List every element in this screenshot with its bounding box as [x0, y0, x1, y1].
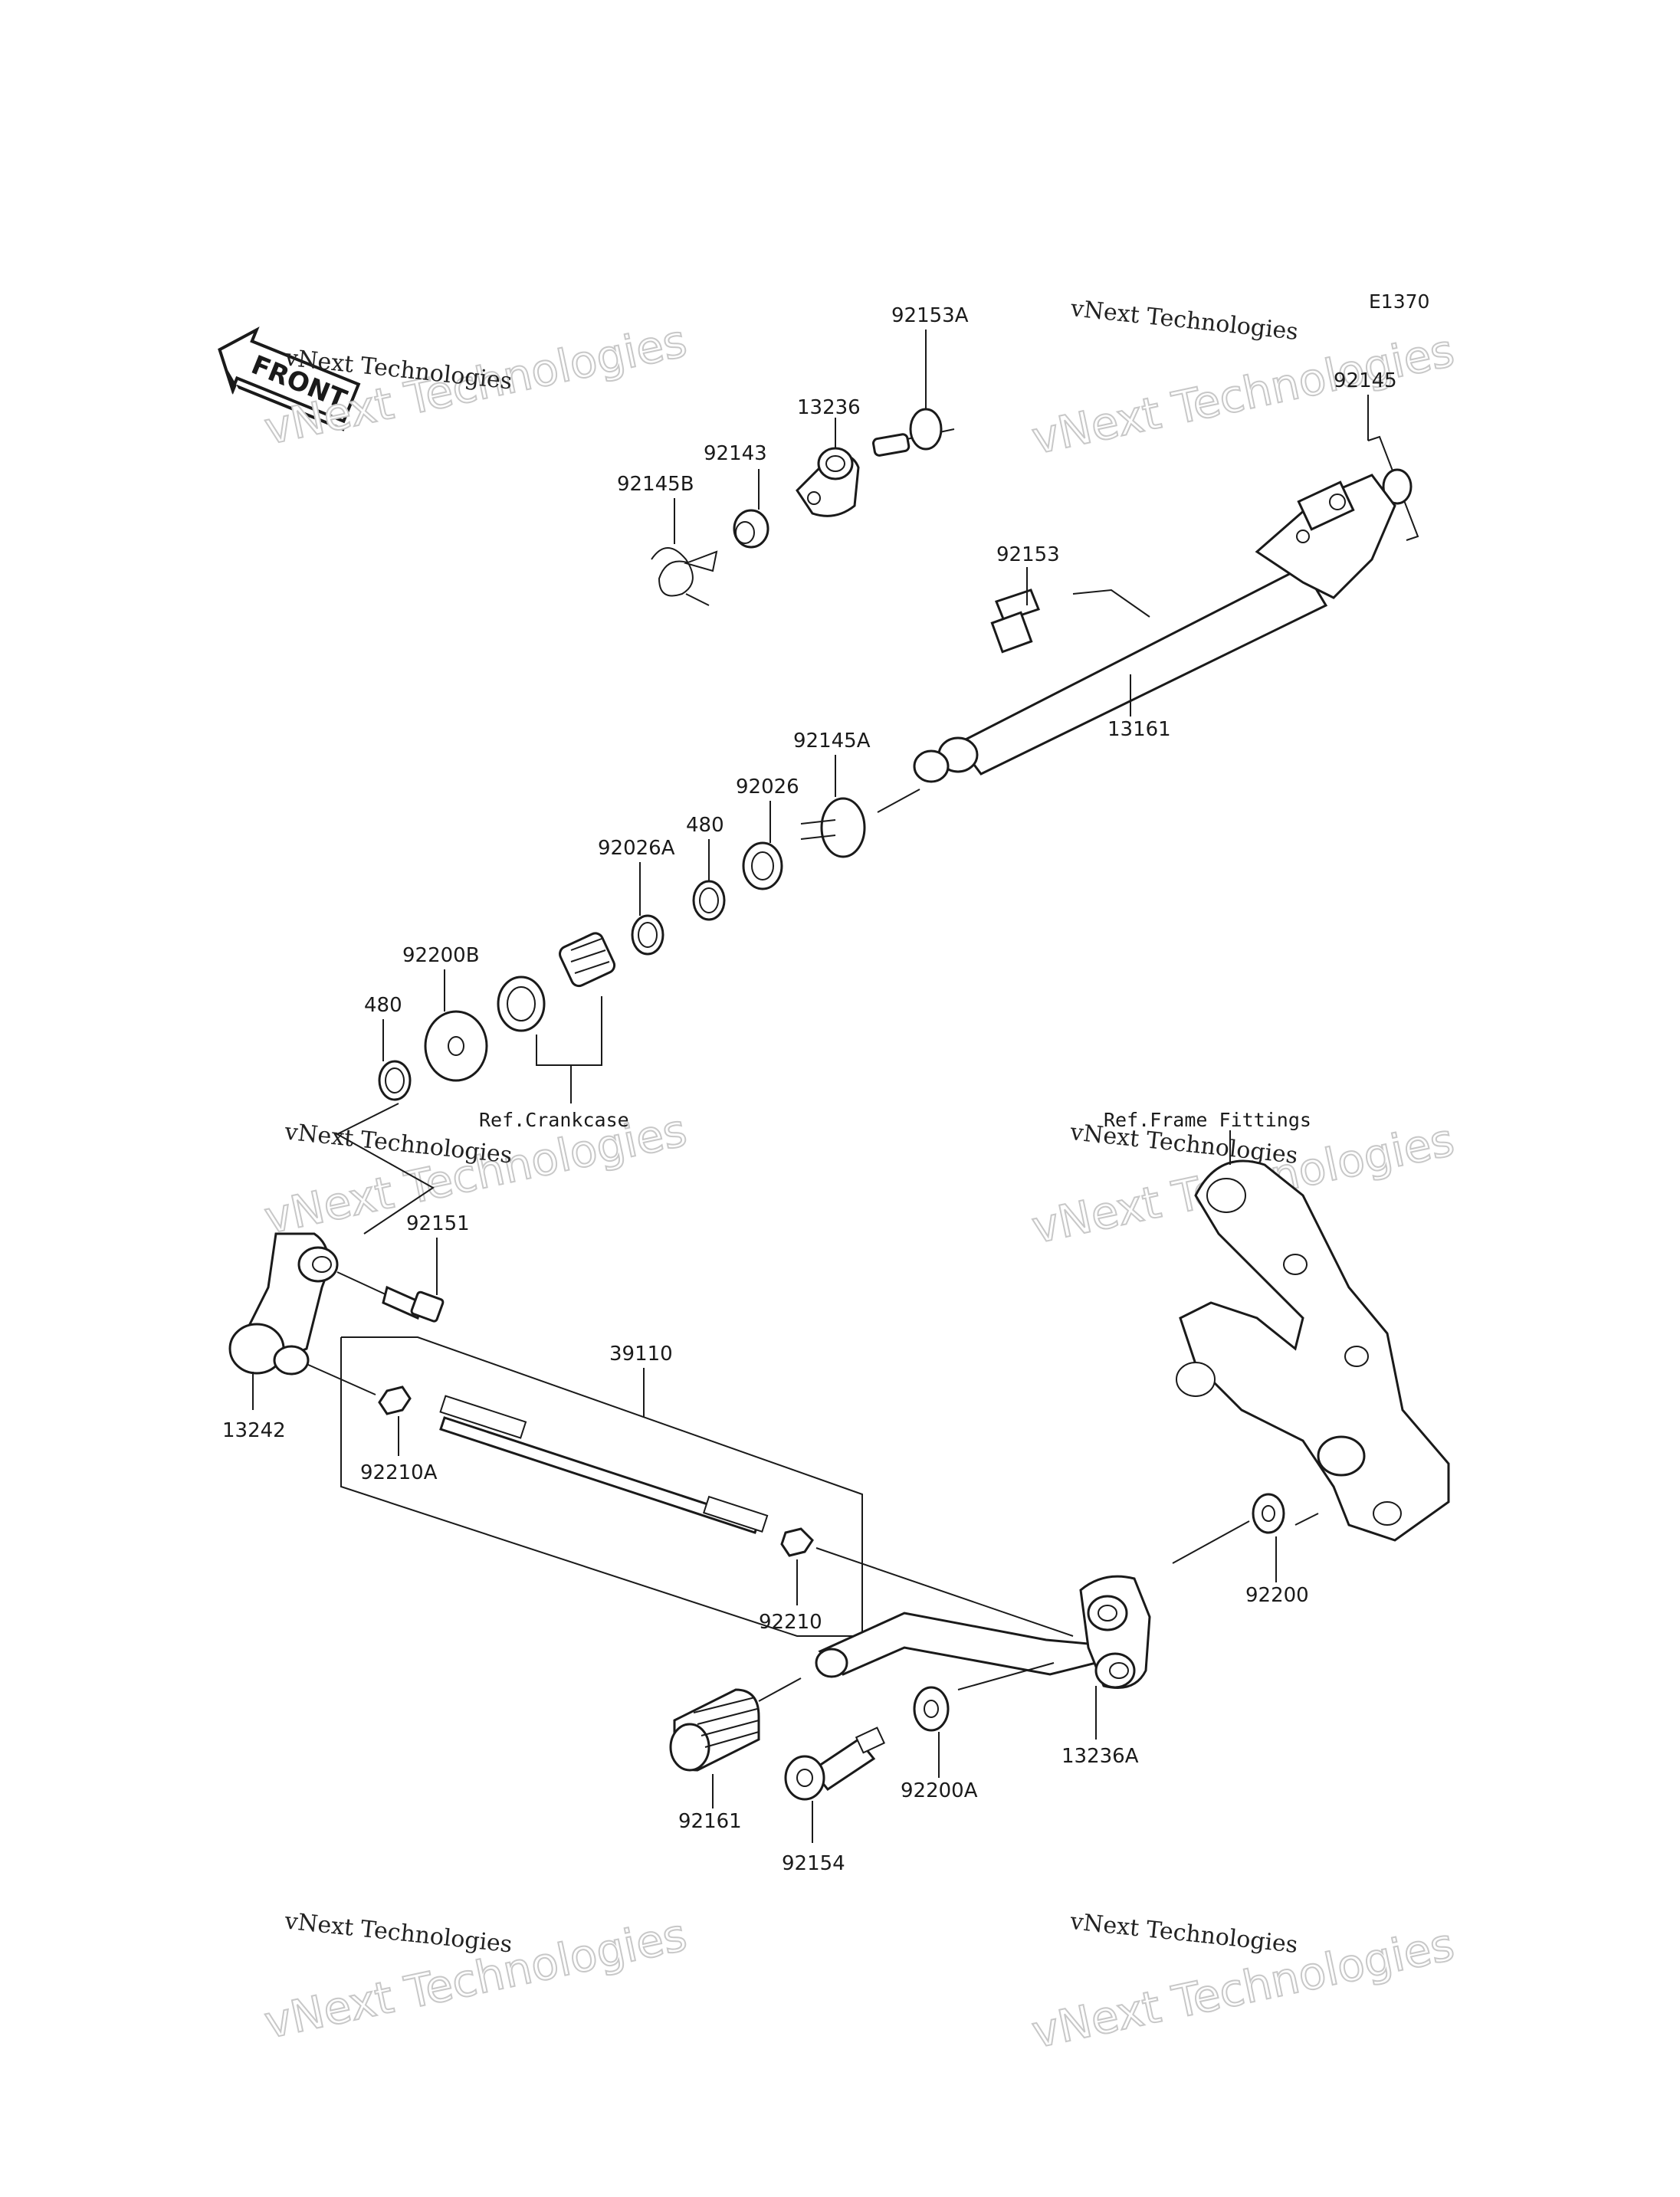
washer-92026 [742, 801, 783, 890]
label-92026: 92026 [736, 776, 799, 798]
label-92145a: 92145A [793, 730, 871, 753]
label-92200: 92200 [1245, 1584, 1309, 1607]
collar-92143 [733, 469, 769, 549]
label-13236a: 13236A [1061, 1745, 1139, 1768]
label-92151: 92151 [406, 1212, 470, 1235]
svg-text:vNext Technologies: vNext Technologies [1028, 324, 1459, 464]
label-92153: 92153 [996, 543, 1060, 566]
label-92200b: 92200B [402, 944, 480, 967]
label-92145b: 92145B [617, 473, 694, 496]
clip-92145 [1367, 395, 1419, 541]
spring-92145b [651, 498, 718, 606]
watermark-bottom-right: vNext Technologies vNext Technologies [1027, 1908, 1459, 2059]
diagram-code: E1370 [1369, 290, 1429, 313]
tie-rod-bracket-39110 [340, 1336, 863, 1637]
watermark-bottom-left: vNext Technologies vNext Technologies [259, 1907, 691, 2049]
washer-92200 [1172, 1493, 1319, 1582]
label-39110: 39110 [609, 1343, 673, 1366]
part-13236 [796, 418, 860, 517]
bolt-92153a [872, 330, 955, 457]
nut-92210a [306, 1363, 412, 1456]
bolt-92154 [784, 1726, 885, 1843]
svg-text:vNext Technologies: vNext Technologies [1068, 1908, 1299, 1959]
label-92143: 92143 [704, 442, 767, 465]
rubber-92161 [669, 1677, 802, 1808]
frame-fittings-bracket [1176, 1130, 1450, 1542]
label-92210a: 92210A [360, 1461, 438, 1484]
label-480-lower: 480 [364, 994, 402, 1017]
lever-13242 [228, 1232, 339, 1410]
label-480-upper: 480 [686, 814, 724, 837]
label-92161: 92161 [678, 1810, 742, 1833]
label-13242: 13242 [222, 1419, 286, 1442]
bolt-92153 [990, 567, 1150, 654]
label-13236: 13236 [797, 396, 861, 419]
bolt-92151 [336, 1238, 445, 1323]
oil-seal [497, 976, 546, 1032]
ref-frame-fittings-label: Ref.Frame Fittings [1104, 1109, 1311, 1131]
label-92026a: 92026A [598, 837, 675, 860]
label-92154: 92154 [782, 1852, 845, 1875]
tie-rod [439, 1395, 769, 1534]
label-92210: 92210 [759, 1611, 822, 1634]
shift-shaft-13161 [913, 474, 1396, 783]
svg-text:vNext Technologies: vNext Technologies [283, 1907, 514, 1958]
ref-crankcase-label: Ref.Crankcase [479, 1109, 629, 1131]
svg-text:vNext Technologies: vNext Technologies [1068, 295, 1299, 346]
label-92145: 92145 [1334, 369, 1397, 392]
washer-92026a [631, 862, 664, 956]
circlip-480-upper [692, 839, 726, 921]
ref-crankcase-leader [536, 996, 602, 1066]
nut-92210 [780, 1527, 1074, 1637]
needle-bearing [559, 932, 616, 988]
washer-92200b [424, 969, 488, 1082]
washer-92200a [913, 1662, 1055, 1778]
circlip-480-lower [335, 1019, 435, 1235]
label-92153a: 92153A [891, 304, 969, 327]
spring-92145a [800, 755, 920, 858]
shift-pedal-13236a [815, 1575, 1151, 1740]
label-92200a: 92200A [901, 1779, 978, 1802]
label-13161: 13161 [1107, 718, 1171, 741]
